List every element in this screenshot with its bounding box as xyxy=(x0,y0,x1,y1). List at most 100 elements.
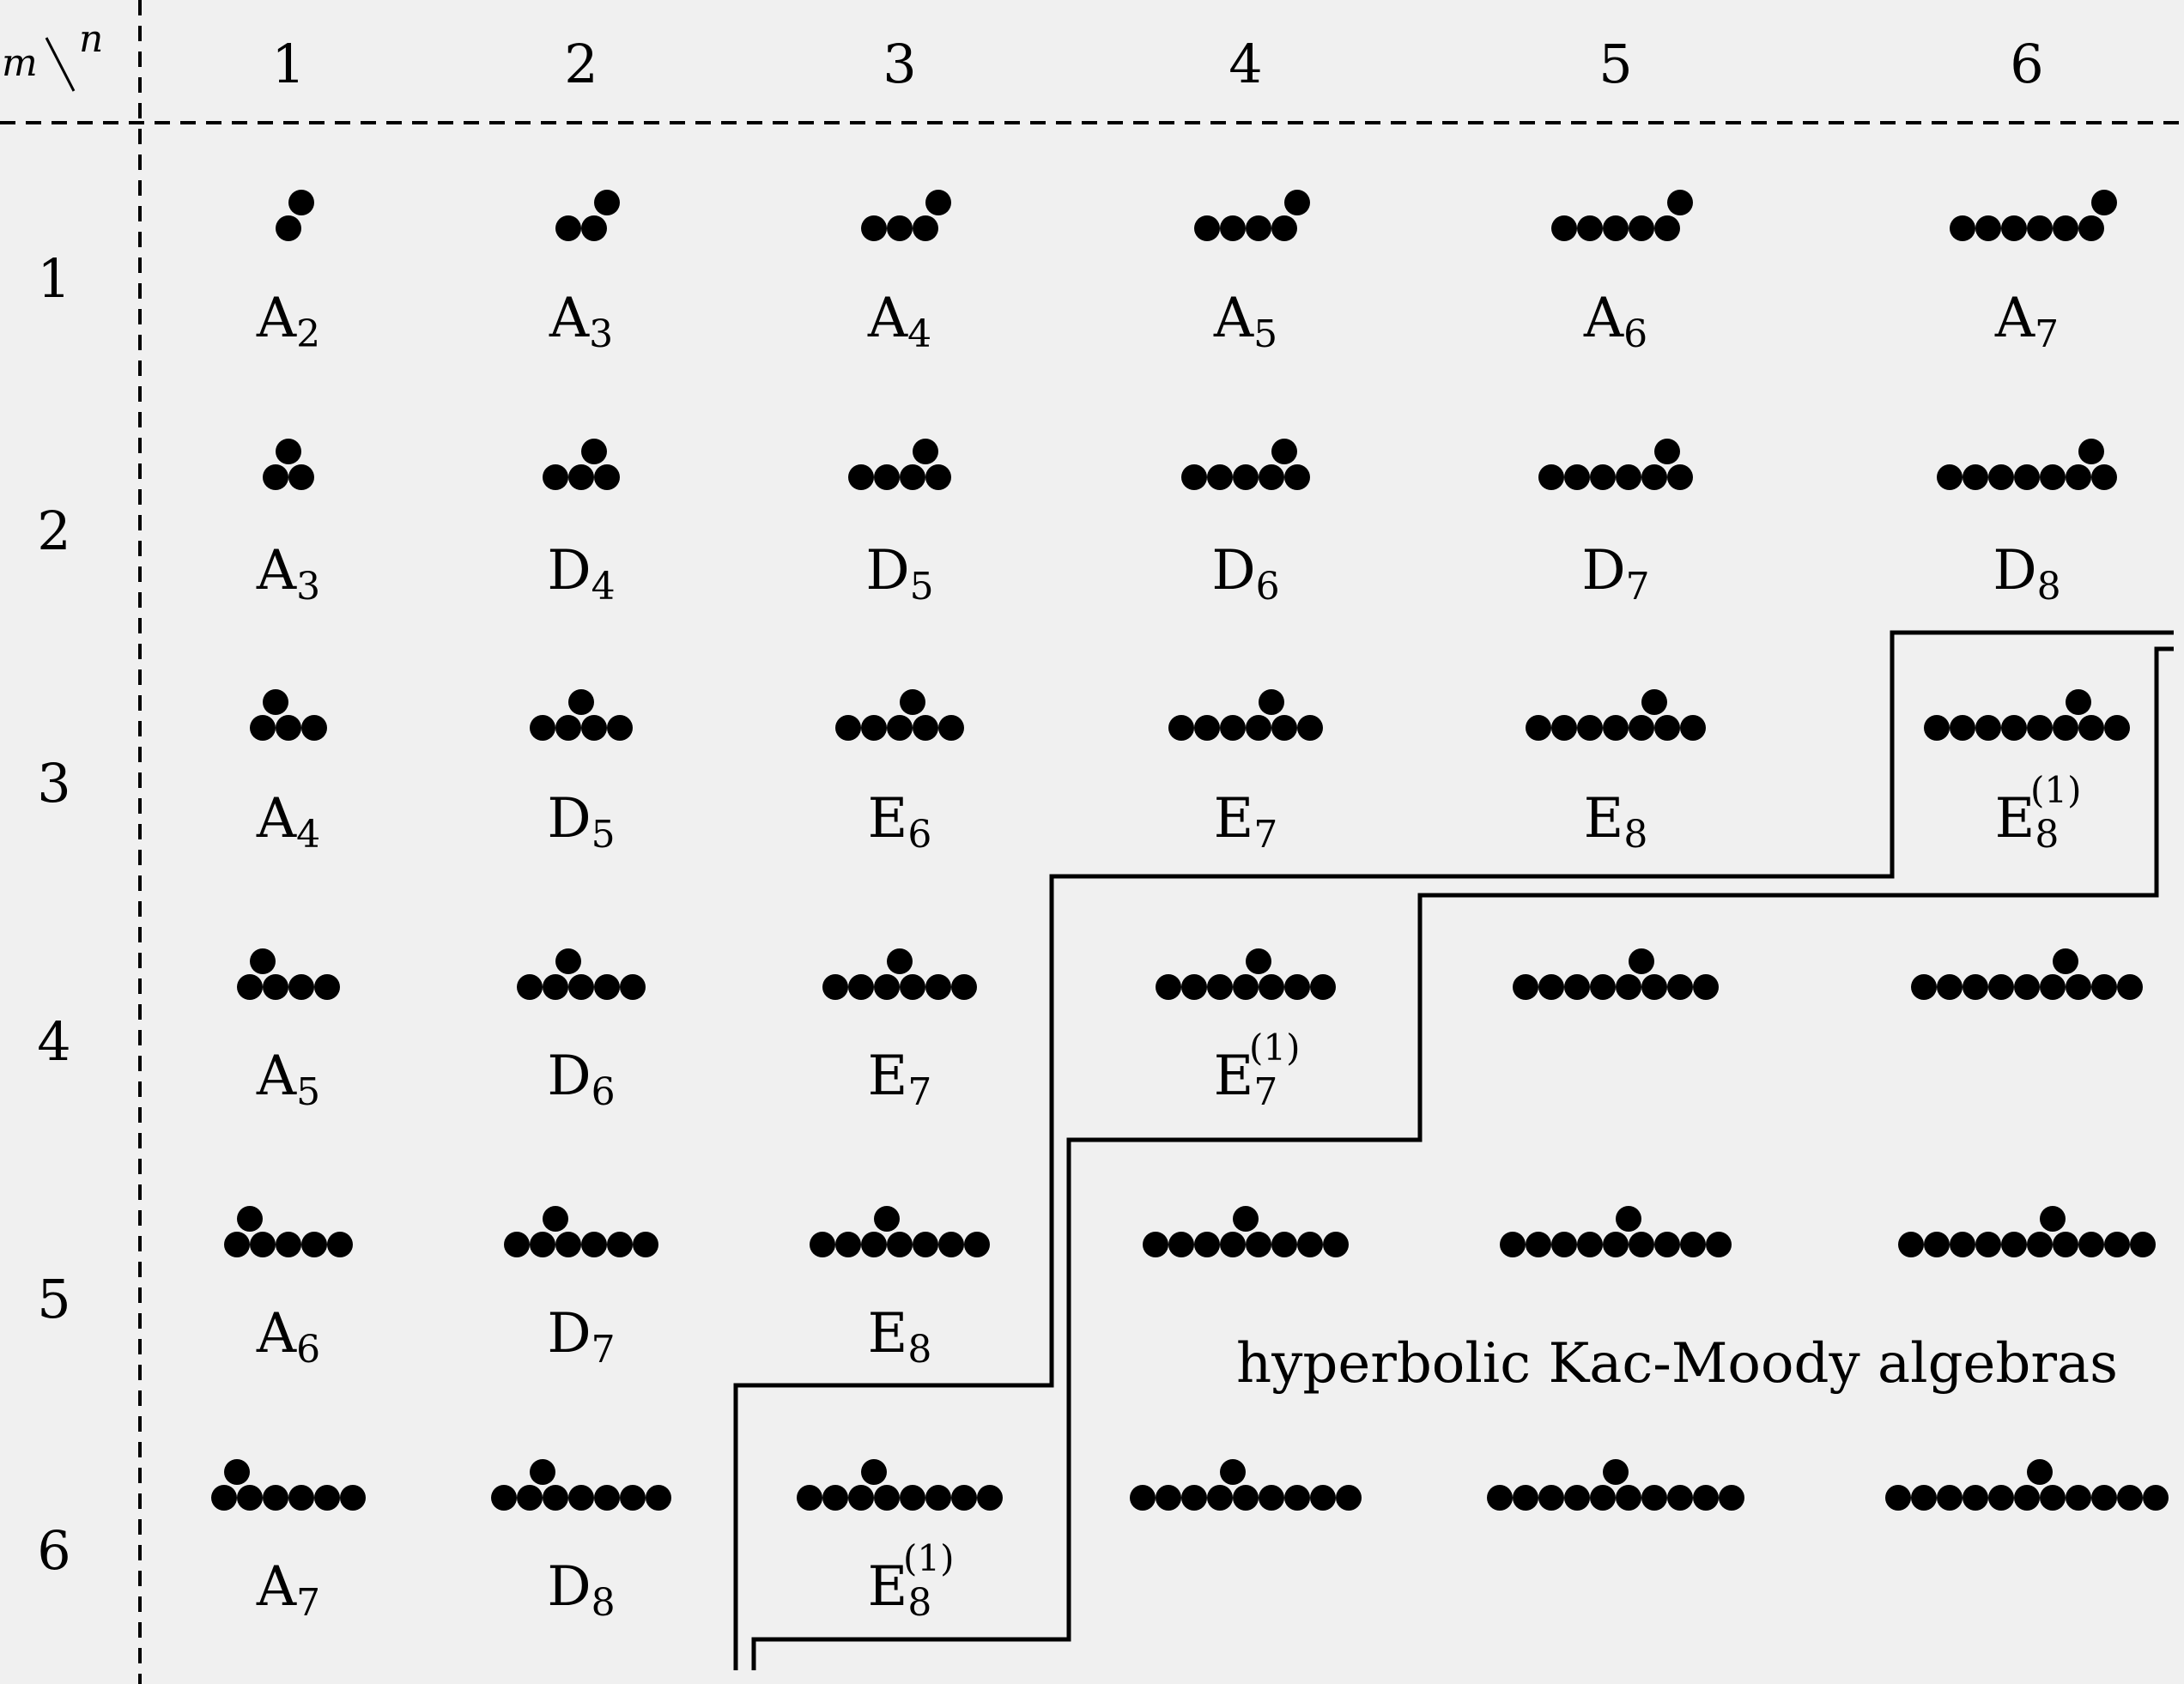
algebra-label: E7 xyxy=(1214,787,1278,857)
row-header-2: 2 xyxy=(37,500,70,562)
algebra-letter: D xyxy=(1581,539,1625,603)
dynkin-node xyxy=(1680,715,1706,741)
dynkin-node xyxy=(887,1232,913,1257)
dynkin-node xyxy=(1156,974,1181,1000)
dynkin-node xyxy=(1220,715,1246,741)
dynkin-node xyxy=(581,715,607,741)
dynkin-node xyxy=(2001,715,2027,741)
algebra-rank: 8 xyxy=(907,1581,931,1625)
dynkin-branch-node xyxy=(530,1459,555,1485)
dynkin-node xyxy=(900,974,925,1000)
dynkin-node xyxy=(1271,715,1297,741)
dynkin-node xyxy=(951,1485,977,1511)
row-header-4: 4 xyxy=(37,1010,70,1073)
dynkin-node xyxy=(887,715,913,741)
dynkin-cell: A6 xyxy=(224,1206,353,1372)
dynkin-branch-node xyxy=(1616,1206,1641,1232)
dynkin-node xyxy=(2001,1232,2027,1257)
dynkin-cell: A4 xyxy=(250,689,327,857)
dynkin-branch-node xyxy=(224,1459,250,1485)
dynkin-node xyxy=(874,1485,900,1511)
dynkin-node xyxy=(1911,1485,1937,1511)
dynkin-node xyxy=(1246,715,1271,741)
dynkin-node xyxy=(797,1485,822,1511)
dynkin-branch-node xyxy=(250,948,276,974)
dynkin-branch-node xyxy=(1603,1459,1629,1485)
dynkin-branch-node xyxy=(2078,439,2104,464)
algebra-rank: 2 xyxy=(296,312,320,356)
dynkin-node xyxy=(1551,715,1577,741)
dynkin-branch-node xyxy=(1641,689,1667,715)
dynkin-node xyxy=(1500,1232,1526,1257)
dynkin-node xyxy=(1924,715,1950,741)
dynkin-node xyxy=(1885,1485,1911,1511)
dynkin-node xyxy=(1310,974,1336,1000)
dynkin-node xyxy=(555,715,581,741)
dynkin-cell: A3 xyxy=(256,439,320,609)
dynkin-cell: D8 xyxy=(1937,439,2117,609)
dynkin-node xyxy=(568,1485,594,1511)
algebra-rank: 4 xyxy=(592,565,616,609)
dynkin-branch-node xyxy=(1246,948,1271,974)
dynkin-node xyxy=(1603,1232,1629,1257)
algebra-letter: D xyxy=(547,1045,591,1108)
dynkin-node xyxy=(288,464,314,490)
dynkin-node xyxy=(1233,1485,1259,1511)
dynkin-node xyxy=(530,715,555,741)
algebra-label: A4 xyxy=(867,287,931,356)
algebra-letter: E xyxy=(1995,787,2035,851)
dynkin-branch-node xyxy=(874,1206,900,1232)
dynkin-branch-node xyxy=(543,1206,568,1232)
corner-label: m n xyxy=(2,17,103,92)
dynkin-node xyxy=(1259,464,1284,490)
dynkin-node xyxy=(2078,715,2104,741)
dynkin-node xyxy=(2130,1232,2156,1257)
dynkin-cell xyxy=(1898,1206,2156,1257)
dynkin-node xyxy=(1310,1485,1336,1511)
algebra-letter: A xyxy=(549,287,590,350)
dynkin-node xyxy=(1975,715,2001,741)
dynkin-node xyxy=(1616,974,1641,1000)
row-header-6: 6 xyxy=(37,1519,70,1582)
dynkin-cell xyxy=(1130,1459,1362,1511)
dynkin-node xyxy=(237,1485,263,1511)
dynkin-node xyxy=(848,974,874,1000)
algebra-letter: A xyxy=(1213,287,1254,350)
algebra-rank: 6 xyxy=(907,813,931,857)
dynkin-node xyxy=(2104,1232,2130,1257)
dynkin-branch-node xyxy=(288,190,314,215)
dynkin-node xyxy=(517,1485,543,1511)
dynkin-node xyxy=(1220,1232,1246,1257)
dynkin-cell: A2 xyxy=(256,190,320,356)
dynkin-node xyxy=(1641,1485,1667,1511)
dynkin-node xyxy=(1590,974,1616,1000)
dynkin-node xyxy=(607,1232,633,1257)
dynkin-node xyxy=(530,1232,555,1257)
dynkin-node xyxy=(1538,974,1564,1000)
dynkin-cell: A6 xyxy=(1551,190,1693,356)
dynkin-node xyxy=(848,464,874,490)
column-header-5: 5 xyxy=(1599,33,1632,95)
algebra-label: D8 xyxy=(547,1555,615,1625)
dynkin-node xyxy=(594,464,620,490)
row-header-1: 1 xyxy=(37,247,70,310)
dynkin-cell: E8 xyxy=(1526,689,1706,857)
dynkin-node xyxy=(1336,1485,1362,1511)
column-header-2: 2 xyxy=(564,33,598,95)
dynkin-node xyxy=(1590,1485,1616,1511)
dynkin-cell: A4 xyxy=(861,190,951,356)
algebra-rank: 8 xyxy=(2035,813,2059,857)
dynkin-node xyxy=(2040,974,2066,1000)
hyperbolic-region-caption: hyperbolic Kac-Moody algebras xyxy=(1236,1332,2118,1396)
dynkin-node xyxy=(1181,464,1207,490)
dynkin-branch-node xyxy=(1667,190,1693,215)
dynkin-cell: A7 xyxy=(211,1459,366,1625)
algebra-affine-superscript: (1) xyxy=(2030,769,2082,811)
dynkin-node xyxy=(2117,1485,2143,1511)
dynkin-node xyxy=(1963,974,1988,1000)
algebra-letter: E xyxy=(1584,787,1624,851)
column-symbol: n xyxy=(79,17,103,61)
dynkin-node xyxy=(504,1232,530,1257)
dynkin-branch-node xyxy=(1271,439,1297,464)
